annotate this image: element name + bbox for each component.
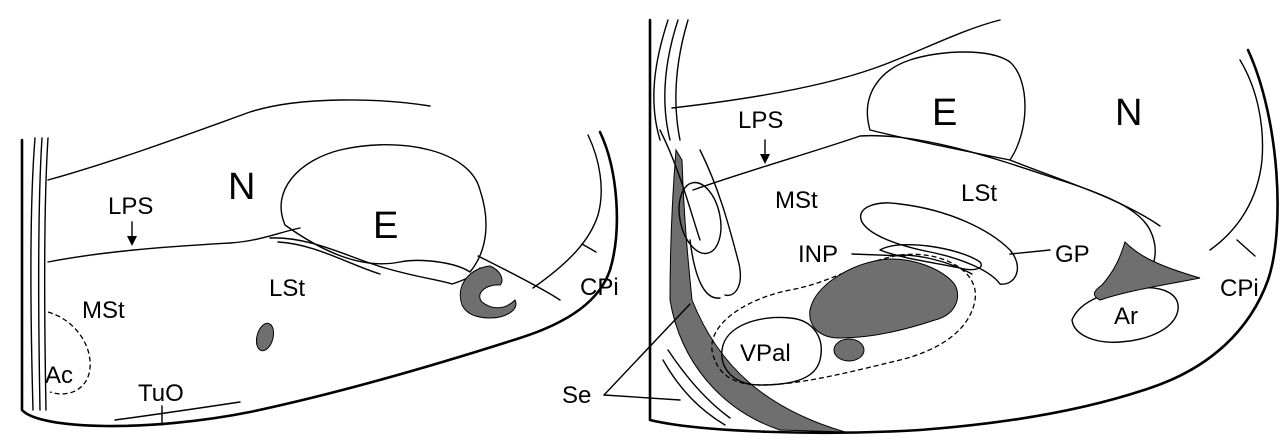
left-midline-outer: [31, 138, 35, 410]
right-label-vpal: VPal: [740, 340, 791, 367]
right-label-cpi: CPi: [1220, 275, 1259, 302]
right-label-gp: GP: [1055, 241, 1090, 268]
right-label-mst: MSt: [775, 187, 818, 214]
right-se-leader-b: [604, 395, 680, 400]
right-label-e: E: [932, 92, 957, 134]
right-shaded-wedge: [1094, 242, 1200, 300]
right-section: E N LPS MSt LSt INP GP CPi Ar VPal Se: [562, 20, 1278, 433]
left-shaded-crescent: [460, 266, 516, 318]
right-lps-arrow-head: [760, 154, 770, 164]
right-label-ar: Ar: [1114, 303, 1138, 330]
right-cpi-tick: [1237, 240, 1255, 256]
right-cpi-line: [1210, 60, 1263, 250]
left-cpi-tick: [582, 244, 596, 252]
right-label-lst: LSt: [961, 180, 997, 207]
right-septal-band: [670, 150, 845, 432]
right-label-inp: INP: [798, 241, 838, 268]
right-label-se: Se: [562, 382, 591, 409]
left-e-lower-lamina-2: [278, 242, 380, 274]
right-outer-contour: [650, 20, 1278, 433]
right-gp-leader: [1010, 250, 1050, 254]
left-label-lps: LPS: [108, 193, 153, 220]
right-midline-c: [676, 20, 688, 140]
right-label-lps: LPS: [738, 107, 783, 134]
left-outer-contour: [22, 132, 617, 426]
left-label-e: E: [373, 205, 398, 247]
right-inp-leader: [852, 254, 905, 256]
right-shaded-core: [810, 259, 958, 338]
right-n-contour: [1010, 160, 1160, 226]
left-label-lst: LSt: [269, 275, 305, 302]
left-label-cpi: CPi: [580, 274, 619, 301]
left-lps-arrow-head: [127, 236, 137, 246]
left-label-n: N: [228, 166, 255, 208]
left-cpi-line: [533, 135, 601, 288]
left-label-ac: Ac: [45, 362, 73, 389]
right-shaded-oval: [834, 339, 864, 361]
left-lps-lamina: [48, 228, 300, 262]
left-label-tuo: TuO: [138, 380, 184, 407]
left-section: N E LPS MSt LSt CPi Ac TuO: [22, 100, 619, 426]
right-label-n: N: [1115, 92, 1142, 134]
left-midline-inner: [39, 138, 42, 410]
left-label-mst: MSt: [82, 297, 125, 324]
left-shaded-oval: [254, 321, 277, 352]
